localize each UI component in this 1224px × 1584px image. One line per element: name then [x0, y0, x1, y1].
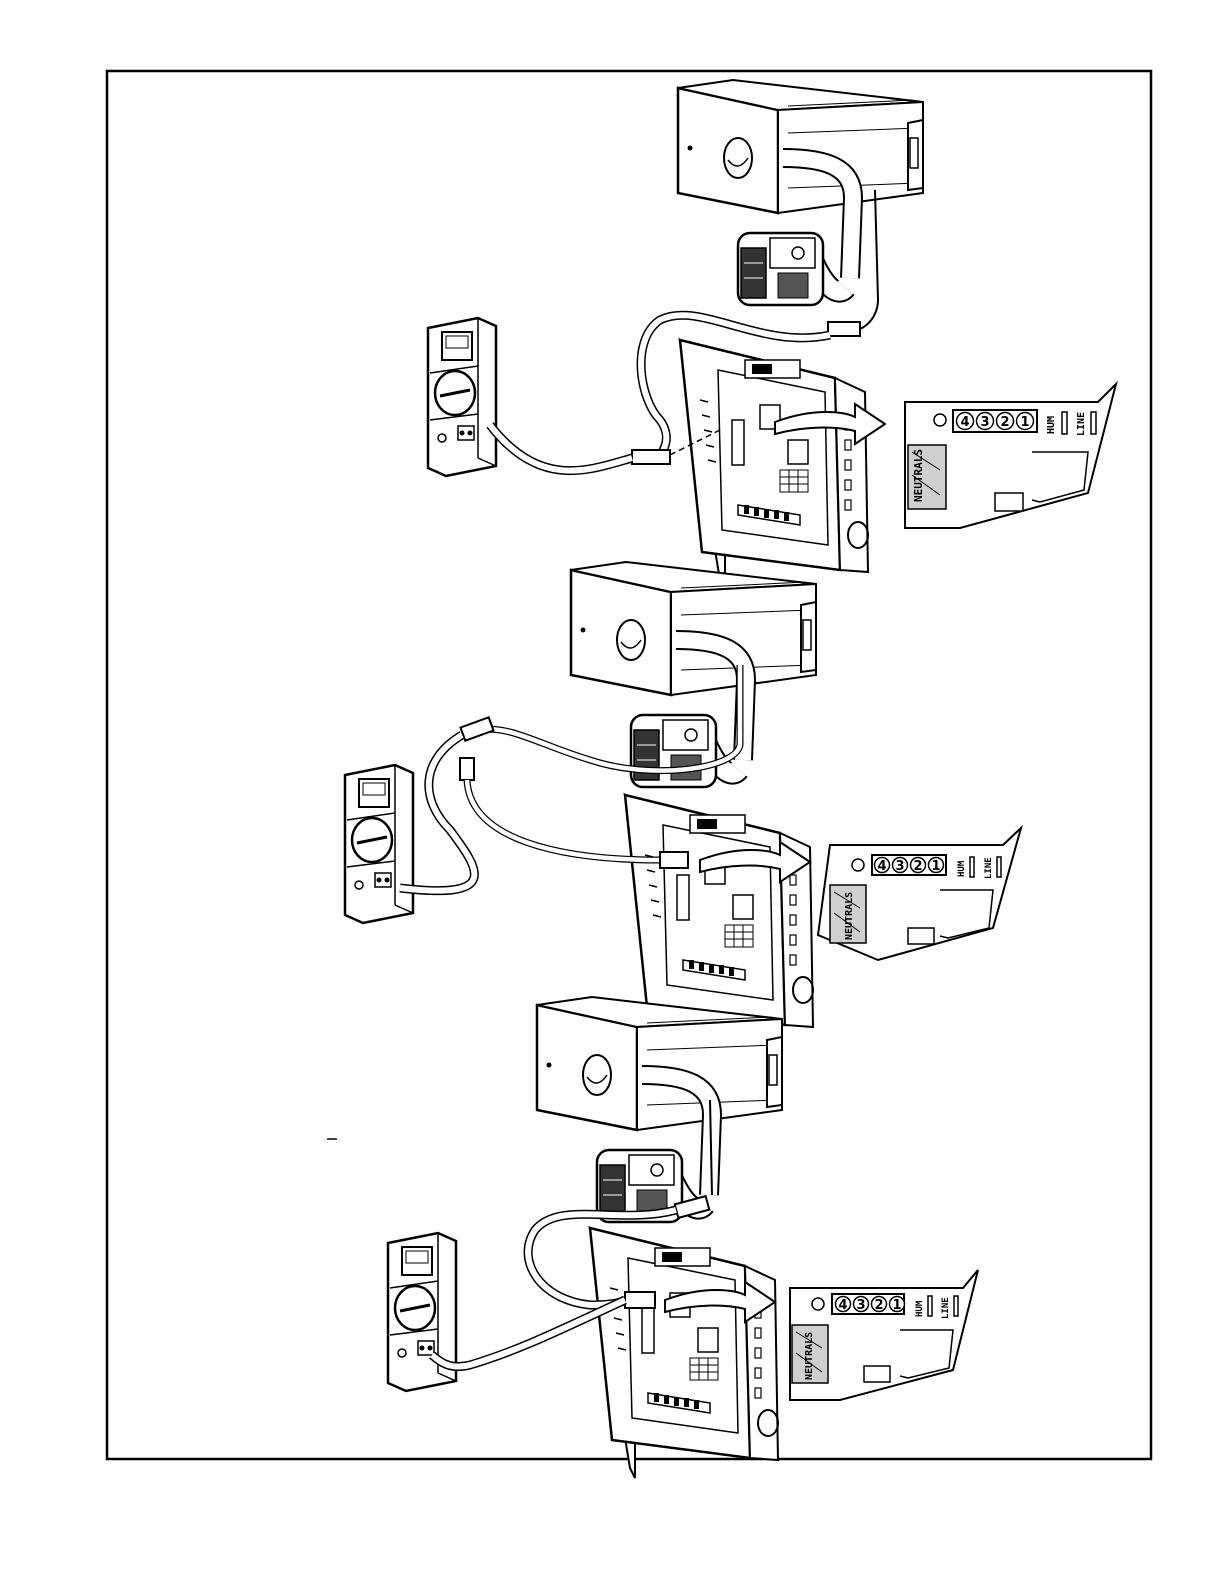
- line-label: LINE: [1076, 412, 1087, 436]
- pin-3-label-3: 3: [856, 1298, 865, 1313]
- pin-4-label-3: 4: [838, 1298, 847, 1313]
- pin-4-label: 4: [960, 415, 969, 430]
- pin-4-label-2: 4: [877, 859, 886, 874]
- pin-3-label-2: 3: [895, 859, 904, 874]
- neutrals-label: NEUTRALS: [912, 449, 925, 502]
- pin-2-label-3: 2: [874, 1298, 883, 1313]
- hum-label-2: HUM: [957, 860, 967, 877]
- pin-1-label: 1: [1020, 415, 1029, 430]
- multimeter-2: [345, 765, 413, 923]
- inducer-assembly-2: [571, 562, 816, 787]
- terminal-detail-3: 4 3 2 1 HUM LINE NEUTRALS: [790, 1270, 978, 1400]
- hum-label-3: HUM: [915, 1300, 925, 1317]
- neutrals-label-3: NEUTRALS: [804, 1332, 815, 1380]
- multimeter-1: [428, 318, 496, 476]
- pin-3-label: 3: [980, 415, 989, 430]
- pin-2-label-2: 2: [913, 859, 922, 874]
- inducer-assembly-3: [537, 997, 782, 1222]
- control-board-1: [680, 340, 868, 590]
- line-label-2: LINE: [984, 857, 994, 879]
- control-board-3: [590, 1228, 778, 1478]
- pin-1-label-2: 1: [931, 859, 940, 874]
- terminal-detail-2: 4 3 2 1 HUM LINE NEUTRALS: [818, 828, 1021, 960]
- inducer-assembly-1: [678, 80, 923, 305]
- neutrals-label-2: NEUTRALS: [844, 892, 855, 940]
- pin-2-label: 2: [1000, 415, 1009, 430]
- terminal-detail-1: 4 3 2 1 HUM LINE NEUTRALS: [905, 384, 1116, 528]
- hum-label: HUM: [1046, 416, 1057, 434]
- pin-1-label-3: 1: [892, 1298, 901, 1313]
- line-label-3: LINE: [941, 1297, 951, 1319]
